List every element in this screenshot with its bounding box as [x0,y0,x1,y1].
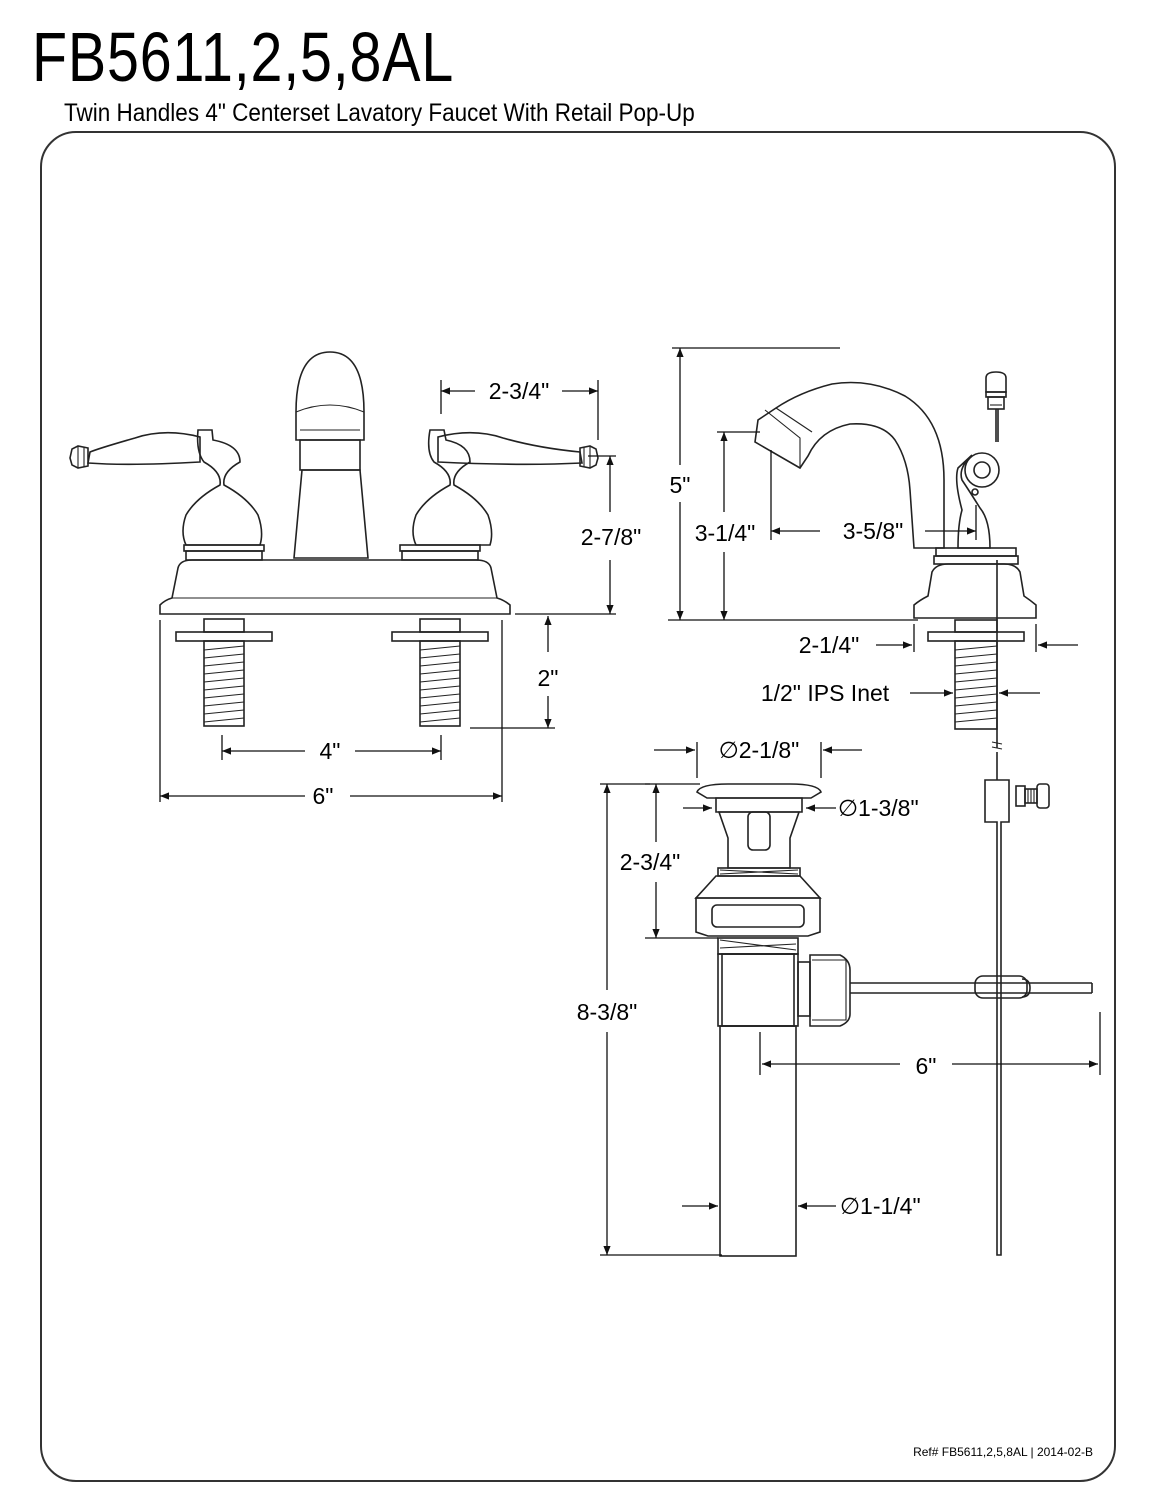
right-lever [437,431,583,466]
left-handle [182,429,263,546]
dim-drain-body: 2-3/4" [620,849,681,875]
dim-flange-diameter: ∅2-1/8" [719,737,800,763]
side-base [913,563,1037,619]
dim-inlet: 1/2" IPS Inet [761,680,890,706]
clevis-strap [984,779,1010,1256]
dim-pivot-rod: 6" [916,1053,937,1079]
side-view-dimensions: 5" 3-1/4" 3-5/8" 2-1/4" 1/2" IPS Inet [668,347,1078,706]
dim-tail-diameter: ∅1-1/4" [840,1193,921,1219]
drain-assembly [694,738,1093,1257]
dim-spout-height: 3-1/4" [695,520,756,546]
shank-threads [203,645,461,723]
dim-center-spacing: 4" [320,738,341,764]
drain-dimensions: ∅2-1/8" ∅1-3/8" 2-3/4" 8-3/8" 6" ∅1-1/4" [577,737,1101,1256]
side-view-faucet [754,371,1037,738]
dim-stopper-diameter: ∅1-3/8" [838,795,919,821]
spout [293,469,369,559]
dim-base-width: 2-1/4" [799,632,860,658]
product-subtitle: Twin Handles 4" Centerset Lavatory Fauce… [64,99,695,127]
dim-spout-reach: 3-5/8" [843,518,904,544]
dim-shank-length: 2" [538,665,559,691]
side-spout [754,381,945,549]
base-plate [159,559,511,615]
dim-overall-width: 6" [313,783,334,809]
front-view-dimensions: 2-3/4" 2-7/8" 2" 4" 6" [159,378,642,809]
dim-front-height: 2-7/8" [581,524,642,550]
dim-handle-width: 2-3/4" [489,378,550,404]
drawing-frame [40,131,1116,1482]
left-lever [87,431,201,466]
front-view-faucet [69,351,599,727]
product-title: FB5611,2,5,8AL [32,18,455,96]
dim-drain-total: 8-3/8" [577,999,638,1025]
reference-note: Ref# FB5611,2,5,8AL | 2014-02-B [913,1445,1093,1459]
dim-total-height: 5" [670,472,691,498]
right-handle [412,429,493,546]
